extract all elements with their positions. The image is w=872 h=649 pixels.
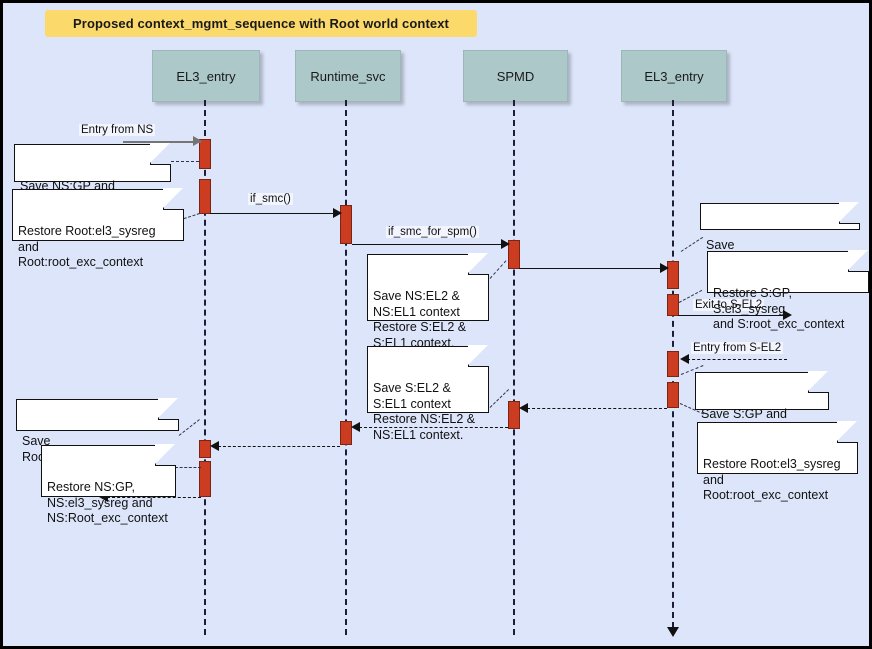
- message-line-entry-from-ns: [123, 141, 201, 143]
- note-restore-s-gp: Restore S:GP, S:el3_sysreg and S:root_ex…: [707, 250, 869, 331]
- note-fold-icon: [163, 188, 184, 210]
- note-save-root-exc-context-right: Save Root:root_exc_context: [700, 202, 860, 268]
- note-save-s-gp: Save S:GP and S:root_exc_context: [695, 371, 829, 437]
- activation-bar-el3-right-3: [667, 351, 679, 377]
- lifeline-spmd: [513, 100, 515, 635]
- message-label-entry-from-ns: Entry from NS: [79, 124, 156, 136]
- message-line-el3-right-to-spmd: [527, 408, 667, 409]
- actor-box-spmd[interactable]: SPMD: [463, 50, 568, 102]
- message-line-if-smc-for-spm: [352, 244, 509, 245]
- note-text: Save NS:EL2 & NS:EL1 context Restore S:E…: [373, 289, 467, 350]
- message-line-spmd-to-runtime-svc: [359, 427, 508, 428]
- actor-label-runtime-svc: Runtime_svc: [310, 68, 386, 84]
- note-fold-icon: [848, 250, 869, 272]
- note-restore-root-el3-sysreg: Restore Root:el3_sysreg and Root:root_ex…: [12, 188, 184, 269]
- message-line-if-smc: [210, 213, 340, 214]
- note-fold-icon: [837, 421, 858, 443]
- message-label-entry-from-s-el2: Entry from S-EL2: [691, 342, 784, 354]
- message-arrow-if-smc-icon: [333, 208, 342, 218]
- note-fold-icon: [155, 444, 176, 466]
- note-text: Save S:EL2 & S:EL1 context Restore NS:EL…: [373, 381, 476, 442]
- message-arrow-el3-right-to-spmd-icon: [519, 403, 528, 413]
- diagram-title-banner: Proposed context_mgmt_sequence with Root…: [45, 10, 477, 37]
- message-line-el3-left-to-external: [107, 497, 201, 498]
- message-label-if-smc: if_smc(): [248, 193, 293, 205]
- note-fold-icon: [468, 345, 489, 367]
- note-fold-icon: [158, 398, 179, 420]
- note-save-root-exc-context-left: Save Root:root_exc_context: [16, 398, 179, 464]
- note-connector-1: [166, 161, 199, 162]
- lifeline-end-arrow-icon: [667, 627, 679, 637]
- note-connector-3: [489, 260, 507, 279]
- activation-bar-spmd-1: [508, 240, 520, 269]
- message-arrow-if-smc-for-spm-icon: [501, 239, 510, 249]
- note-restore-root-el3-sysreg-right: Restore Root:el3_sysreg and Root:root_ex…: [697, 421, 858, 502]
- message-arrow-entry-from-ns-icon: [193, 136, 202, 146]
- note-save-ns-gp: Save NS:GP and NS:Root_exc_context: [14, 143, 171, 209]
- message-line-spmd-to-el3-right: [519, 268, 668, 269]
- message-arrow-spmd-to-runtime-svc-icon: [351, 422, 360, 432]
- diagram-title: Proposed context_mgmt_sequence with Root…: [73, 16, 449, 31]
- message-arrow-spmd-to-el3-right-icon: [660, 263, 669, 273]
- activation-bar-el3-right-4: [667, 382, 679, 408]
- activation-bar-el3-right-2: [667, 294, 679, 316]
- message-label-if-smc-for-spm: if_smc_for_spm(): [386, 226, 479, 238]
- note-fold-icon: [468, 253, 489, 275]
- actor-box-el3-entry-left[interactable]: EL3_entry: [152, 50, 260, 102]
- activation-bar-runtime-svc-1: [340, 205, 352, 244]
- note-restore-ns-gp: Restore NS:GP, NS:el3_sysreg and NS:Root…: [41, 444, 176, 525]
- message-arrow-exit-to-s-el2-icon: [783, 310, 792, 320]
- actor-box-runtime-svc[interactable]: Runtime_svc: [295, 50, 401, 102]
- activation-bar-el3-left-1: [199, 139, 211, 169]
- message-arrow-el3-left-to-external-icon: [99, 492, 108, 502]
- note-fold-icon: [150, 143, 171, 165]
- note-fold-icon: [808, 371, 829, 393]
- note-connector-10: [175, 467, 201, 468]
- note-connector-4: [680, 236, 704, 252]
- note-connector-6: [489, 389, 510, 408]
- message-line-exit-to-s-el2: [678, 315, 788, 316]
- message-line-runtime-svc-to-el3-left: [218, 446, 340, 447]
- actor-label-el3-entry-left: EL3_entry: [176, 68, 236, 84]
- activation-bar-runtime-svc-2: [340, 421, 352, 445]
- actor-box-el3-entry-right[interactable]: EL3_entry: [621, 50, 727, 102]
- actor-label-el3-entry-right: EL3_entry: [644, 68, 704, 84]
- activation-bar-spmd-2: [508, 401, 520, 429]
- message-line-entry-from-s-el2: [687, 359, 787, 360]
- message-arrow-runtime-svc-to-el3-left-icon: [210, 441, 219, 451]
- note-text: Restore S:GP, S:el3_sysreg and S:root_ex…: [713, 286, 845, 331]
- note-text: Restore Root:el3_sysreg and Root:root_ex…: [18, 224, 156, 269]
- note-text: Restore NS:GP, NS:el3_sysreg and NS:Root…: [47, 480, 168, 525]
- note-connector-9: [178, 419, 200, 436]
- note-text: Restore Root:el3_sysreg and Root:root_ex…: [703, 457, 841, 502]
- actor-label-spmd: SPMD: [496, 68, 535, 84]
- note-fold-icon: [839, 202, 860, 224]
- lifeline-runtime-svc: [345, 100, 347, 635]
- message-label-exit-to-s-el2: Exit to S-EL2: [693, 299, 765, 311]
- message-arrow-entry-from-s-el2-icon: [680, 354, 689, 364]
- note-save-ns-el2-restore-s-el2: Save NS:EL2 & NS:EL1 context Restore S:E…: [367, 253, 489, 350]
- activation-bar-el3-left-4: [199, 461, 211, 497]
- activation-bar-el3-right-1: [667, 261, 679, 289]
- lifeline-el3-entry-left: [204, 100, 206, 635]
- activation-bar-el3-left-2: [199, 179, 211, 214]
- note-save-s-el2-restore-ns-el2: Save S:EL2 & S:EL1 context Restore NS:EL…: [367, 345, 489, 442]
